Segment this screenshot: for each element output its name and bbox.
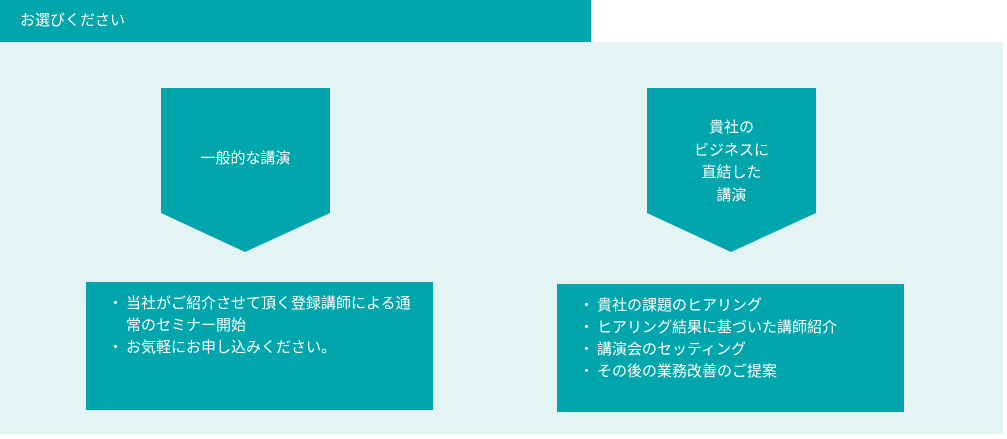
- chevron-label-line: 直結した: [701, 163, 762, 181]
- header-title: お選びください: [20, 11, 126, 29]
- detail-item: ヒアリング結果に基づいた講師紹介: [579, 316, 903, 338]
- option-general-lecture-title: 一般的な講演: [161, 147, 330, 170]
- option-general-lecture-chevron[interactable]: 一般的な講演: [161, 88, 330, 253]
- chevron-down-icon: [647, 88, 816, 252]
- detail-item: 貴社の課題のヒアリング: [579, 294, 903, 316]
- chevron-label-line: 一般的な講演: [200, 149, 291, 167]
- chevron-down-icon: [161, 88, 330, 252]
- option-general-lecture-details: 当社がご紹介させて頂く登録講師による通常のセミナー開始 お気軽にお申し込みくださ…: [86, 282, 433, 410]
- header-bar: お選びください: [0, 0, 591, 42]
- chevron-label-line: ビジネスに: [693, 140, 769, 159]
- detail-item: 当社がご紹介させて頂く登録講師による通常のセミナー開始: [108, 292, 412, 336]
- chevron-label-line: 貴社の: [708, 118, 754, 136]
- detail-item: 講演会のセッティング: [579, 338, 903, 360]
- option-business-lecture-chevron[interactable]: 貴社の ビジネスに 直結した 講演: [647, 88, 816, 253]
- chevron-label-line: 講演: [716, 185, 747, 204]
- option-business-lecture-details: 貴社の課題のヒアリング ヒアリング結果に基づいた講師紹介 講演会のセッティング …: [557, 284, 904, 412]
- option-business-lecture-title: 貴社の ビジネスに 直結した 講演: [647, 116, 816, 206]
- detail-item: お気軽にお申し込みください。: [108, 336, 412, 358]
- detail-item: その後の業務改善のご提案: [579, 360, 903, 382]
